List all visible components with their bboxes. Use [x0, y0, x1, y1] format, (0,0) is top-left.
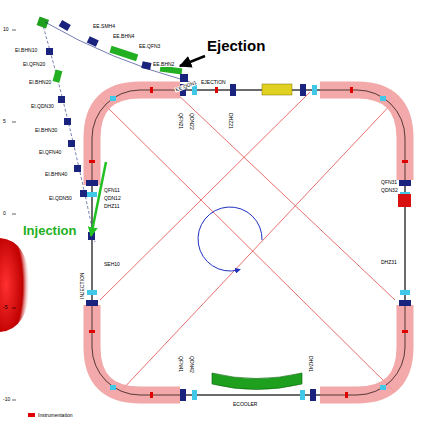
legend-text: Instrumentation	[38, 412, 72, 418]
title-label: Injection	[22, 224, 77, 237]
magnet-name: QFN31	[380, 180, 398, 185]
magnet-name: DHZ11	[103, 204, 120, 209]
ring-orbit	[92, 90, 405, 395]
axis-number: 10	[3, 27, 9, 32]
kicker	[398, 194, 411, 207]
axis-ticks	[12, 30, 16, 400]
axis-number: 0	[3, 211, 6, 216]
photo-fragment	[0, 238, 30, 332]
section-name: EJECTION	[200, 80, 227, 85]
magnet-name: EI.QFN20	[22, 62, 46, 67]
magnet-name: DHZ31	[380, 260, 398, 265]
legend-swatch	[28, 413, 35, 417]
magnet-name: QDN32	[380, 188, 399, 193]
legend-entry: Instrumentation	[28, 412, 72, 418]
instrumentation-marks	[89, 87, 408, 398]
magnet-name: EE.BHN4	[112, 34, 135, 39]
magnet-name: EI.QDN50	[48, 196, 73, 201]
magnet-name: EI.BHN10	[14, 48, 38, 53]
magnet-name: QFN41	[178, 355, 183, 373]
magnet-name: QDN12	[103, 196, 122, 201]
bending-magnets	[92, 90, 405, 395]
magnet-name: EE.QFN3	[138, 44, 161, 49]
magnet-name: EI.QDN30	[30, 104, 55, 109]
magnet-name: EE.SMH4	[92, 24, 116, 29]
magnet-name: QDN22	[189, 112, 194, 131]
magnet-name: SEH10	[103, 262, 121, 267]
axis-number: -10	[3, 397, 10, 402]
title-label: Ejection	[207, 38, 265, 53]
diagonal-lines	[100, 92, 395, 392]
axis-number: 5	[3, 119, 6, 124]
beam-direction	[198, 207, 262, 271]
magnet-name: QFN21	[178, 112, 183, 130]
axis-number: -5	[3, 305, 7, 310]
magnet-name: EE.QDN1	[174, 80, 198, 93]
magnet-name: DHZ41	[308, 355, 313, 373]
section-name: ECOOLER	[232, 402, 258, 407]
electron-cooler	[212, 373, 302, 390]
section-name: INJECTION	[80, 272, 85, 300]
magnet-name: QFN11	[103, 188, 121, 193]
magnet-name: EI.BHN40	[44, 172, 68, 177]
magnet-name: EE.BHN2	[152, 62, 175, 67]
ejection-arrow	[180, 56, 205, 66]
magnet-name: QDN42	[189, 355, 194, 374]
rf-cavity	[262, 84, 292, 95]
magnet-name: DHZ21	[228, 112, 233, 130]
ejection-line	[45, 20, 190, 82]
magnet-name: EI.BHN20	[28, 80, 52, 85]
magnet-name: EI.BHN30	[34, 128, 58, 133]
magnet-name: EI.QFN40	[38, 150, 62, 155]
quadrupoles	[86, 84, 411, 401]
